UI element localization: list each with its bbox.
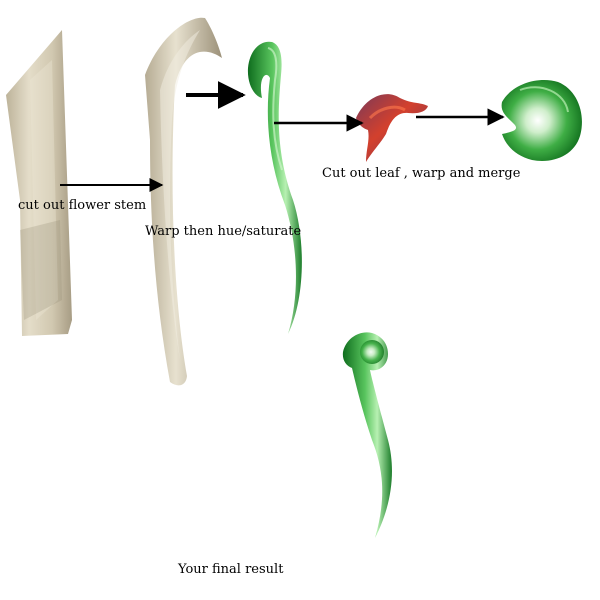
caption-warp-hue: Warp then hue/saturate <box>145 224 302 239</box>
caption-final-result: Your final result <box>178 562 284 577</box>
merged-leaf-ball-image <box>501 80 582 161</box>
caption-cut-leaf: Cut out leaf , warp and merge <box>322 166 521 181</box>
raw-stem-image <box>6 30 72 336</box>
final-result-image <box>342 332 392 538</box>
red-leaf-image <box>356 94 428 162</box>
green-stem-image <box>247 41 302 335</box>
warped-stem-image <box>145 17 222 386</box>
caption-cut-stem: cut out flower stem <box>18 198 147 213</box>
